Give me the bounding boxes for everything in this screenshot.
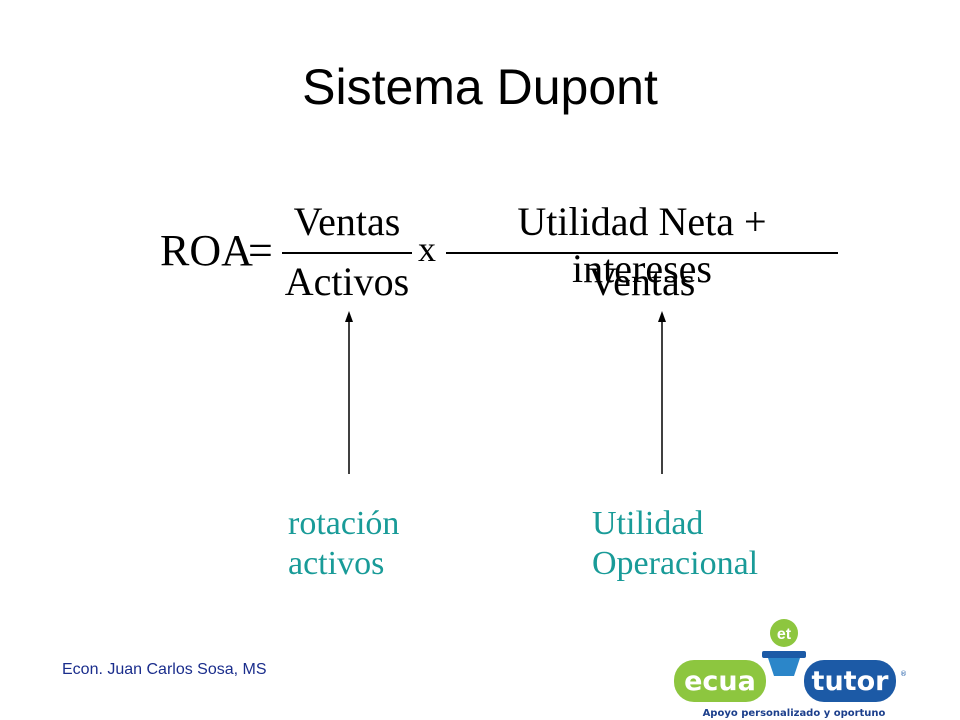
registered-mark-icon: ® [900, 670, 907, 678]
formula-equals: = [248, 226, 273, 275]
ecuatutor-logo: et ecua tutor ® Apoyo personalizado y op… [674, 619, 907, 719]
annotation-utilidad-operacional: Utilidad Operacional [592, 504, 758, 584]
annotation-line: rotación [288, 505, 400, 542]
annotation-line: Utilidad [592, 505, 704, 542]
author-footer: Econ. Juan Carlos Sosa, MS [62, 661, 267, 678]
fraction1-numerator: Ventas [293, 199, 401, 244]
logo-badge-text: et [777, 626, 792, 643]
logo-tagline: Apoyo personalizado y oportuno [703, 708, 886, 719]
fraction1-bar [282, 252, 412, 254]
logo-badge-circle [770, 619, 798, 647]
arrow-utilidad [658, 311, 666, 474]
logo-cap-top [762, 651, 806, 658]
logo-cap-body [768, 658, 800, 676]
logo-right-pill [804, 660, 896, 702]
logo-word-tutor: tutor [812, 666, 890, 697]
annotation-rotacion-activos: rotación activos [288, 504, 399, 584]
logo-word-ecua: ecua [684, 666, 756, 697]
arrow-rotacion [345, 311, 353, 474]
fraction2-bar [446, 252, 838, 254]
fraction2-denominator: Ventas [588, 259, 696, 304]
slide-title: Sistema Dupont [302, 59, 658, 115]
annotation-line: activos [288, 545, 385, 582]
formula-lhs: ROA [160, 226, 253, 275]
fraction1-denominator: Activos [284, 259, 410, 304]
annotation-line: Operacional [592, 545, 759, 582]
formula-times: x [418, 229, 436, 269]
logo-left-pill [674, 660, 766, 702]
